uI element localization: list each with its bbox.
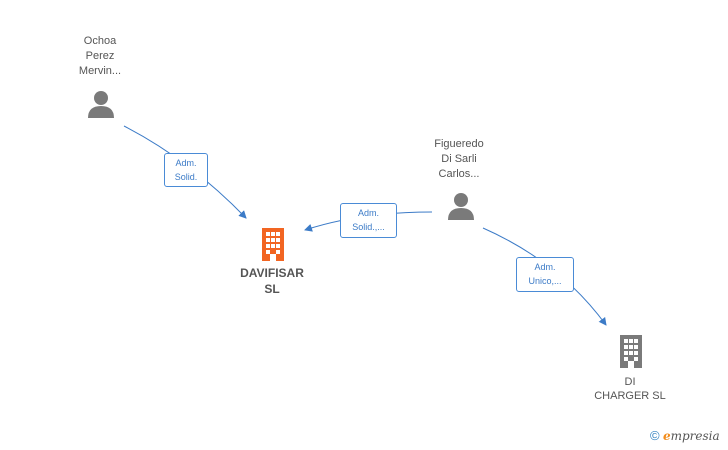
relation-text-line: Solid.,...: [352, 222, 385, 232]
relation-label-figueredo-davifisar[interactable]: Adm. Solid.,...: [340, 203, 397, 238]
person-name-line: Mervin...: [78, 65, 122, 77]
company-name-line: CHARGER SL: [594, 390, 666, 402]
company-name-line: DAVIFISAR: [240, 266, 304, 280]
relation-text-line: Adm.: [175, 158, 197, 168]
building-icon[interactable]: [616, 334, 646, 368]
relation-label-ochoa-davifisar[interactable]: Adm. Solid.: [164, 153, 208, 187]
relation-text-line: Adm.: [534, 262, 556, 272]
person-name-line: Perez: [85, 50, 115, 62]
person-name-line: Ochoa: [83, 35, 117, 47]
company-name-line: SL: [264, 282, 280, 296]
relation-text-line: Solid.: [174, 172, 198, 182]
company-label-davifisar[interactable]: DAVIFISAR SL: [222, 265, 322, 297]
person-label-ochoa[interactable]: Ochoa Perez Mervin...: [60, 34, 140, 79]
copyright-symbol: ©: [650, 428, 660, 443]
company-label-dicharger[interactable]: DI CHARGER SL: [580, 375, 680, 403]
company-name-line: DI: [624, 376, 636, 388]
person-name-line: Figueredo: [434, 138, 484, 150]
relation-text-line: Adm.: [357, 208, 379, 218]
empresia-logo: © empresia: [650, 428, 720, 443]
brand-name-rest: mpresia: [670, 429, 720, 443]
person-icon[interactable]: [86, 89, 116, 119]
person-icon[interactable]: [446, 191, 476, 221]
person-name-line: Di Sarli: [441, 153, 477, 165]
person-name-line: Carlos...: [438, 168, 480, 180]
building-icon[interactable]: [258, 227, 288, 261]
person-label-figueredo[interactable]: Figueredo Di Sarli Carlos...: [419, 137, 499, 182]
relation-text-line: Unico,...: [528, 276, 562, 286]
brand-e-letter: e: [662, 429, 671, 443]
relation-label-figueredo-dicharger[interactable]: Adm. Unico,...: [516, 257, 574, 292]
